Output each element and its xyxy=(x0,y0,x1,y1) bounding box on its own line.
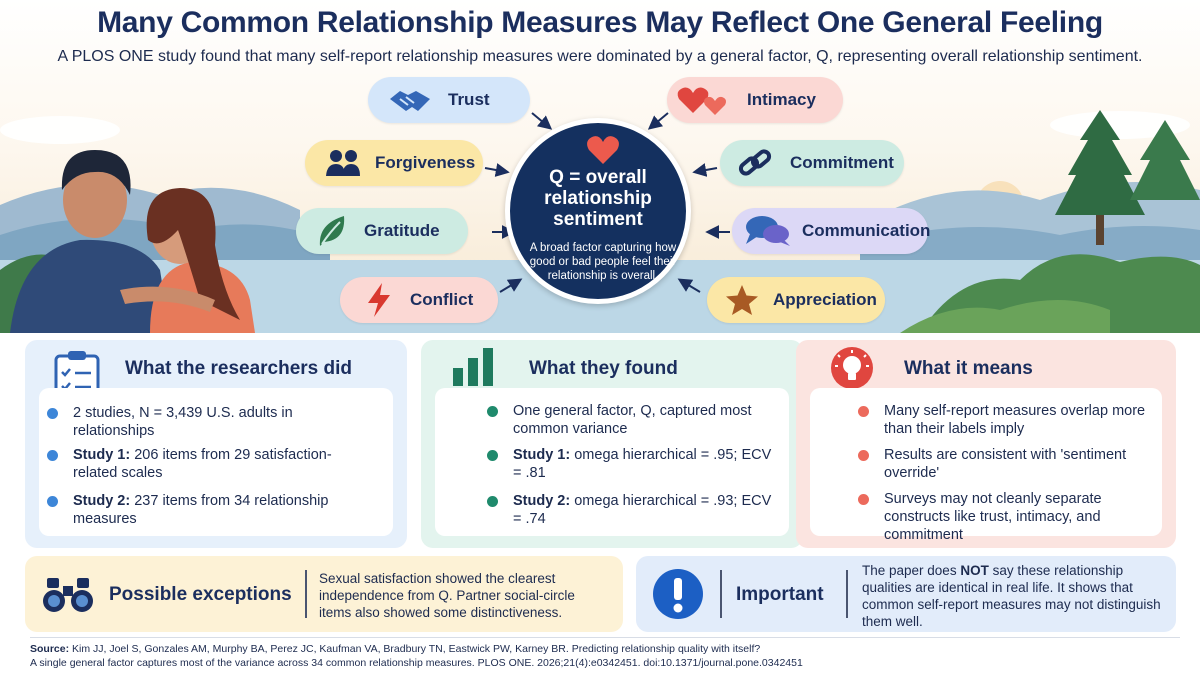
card-body xyxy=(39,388,393,536)
measure-gratitude: Gratitude xyxy=(296,208,468,254)
heart-icon xyxy=(587,136,619,164)
q-factor-description: A broad factor capturing how good or bad… xyxy=(529,242,677,282)
measure-trust: Trust xyxy=(368,77,530,123)
measure-label: Forgiveness xyxy=(375,153,476,172)
measure-intimacy: Intimacy xyxy=(667,77,843,123)
card-what-they-found: What they found One general factor, Q, c… xyxy=(421,340,803,548)
measure-label: Trust xyxy=(448,90,490,109)
card-title: What the researchers did xyxy=(125,358,353,379)
binoculars-icon xyxy=(43,578,93,612)
q-factor-title: Q = overall relationship sentiment xyxy=(544,167,652,230)
list-item: Study 1: 206 items from 29 satisfaction-… xyxy=(47,446,373,482)
exclamation-icon xyxy=(653,569,703,619)
measure-appreciation: Appreciation xyxy=(707,277,885,323)
divider xyxy=(305,570,307,618)
hearts-icon xyxy=(675,83,731,117)
page-subtitle: A PLOS ONE study found that many self-re… xyxy=(57,48,1143,65)
measure-commitment: Commitment xyxy=(720,140,904,186)
divider xyxy=(846,570,848,618)
handshake-icon xyxy=(388,85,432,115)
possible-exceptions-box: Possible exceptions Sexual satisfaction … xyxy=(25,556,623,632)
star-icon xyxy=(725,284,759,316)
bar-chart-icon xyxy=(453,348,493,386)
list-item: Study 2: 237 items from 34 relationship … xyxy=(47,492,373,528)
card-title: What it means xyxy=(904,358,1033,379)
page-title: Many Common Relationship Measures May Re… xyxy=(97,6,1103,39)
measure-label: Intimacy xyxy=(747,90,816,109)
important-box: Important The paper does NOT say these r… xyxy=(636,556,1176,632)
exceptions-text: Sexual satisfaction showed the clearest … xyxy=(319,571,575,620)
divider xyxy=(720,570,722,618)
measure-label: Appreciation xyxy=(773,290,877,309)
q-factor-circle: Q = overall relationship sentiment A bro… xyxy=(505,118,691,304)
speech-bubbles-icon xyxy=(744,214,792,248)
card-what-researchers-did: What the researchers did 2 studies, N = … xyxy=(25,340,407,548)
lightbulb-icon xyxy=(831,347,873,389)
exceptions-title: Possible exceptions xyxy=(109,584,292,605)
list-item: Study 2: omega hierarchical = .93; ECV =… xyxy=(487,492,783,528)
leaf-icon xyxy=(316,214,348,248)
list-item: Study 1: omega hierarchical = .95; ECV =… xyxy=(487,446,783,482)
people-icon xyxy=(325,148,361,178)
measure-label: Gratitude xyxy=(364,221,440,240)
important-title: Important xyxy=(736,584,824,605)
important-text: The paper does NOT say these relationshi… xyxy=(862,563,1161,629)
list-item: One general factor, Q, captured most com… xyxy=(487,402,783,438)
chain-link-icon xyxy=(738,147,772,179)
lightning-bolt-icon xyxy=(366,283,392,317)
list-item: Results are consistent with 'sentiment o… xyxy=(858,446,1164,482)
measure-conflict: Conflict xyxy=(340,277,498,323)
measure-forgiveness: Forgiveness xyxy=(305,140,483,186)
list-item: Surveys may not cleanly separate constru… xyxy=(858,490,1154,544)
card-what-it-means: What it means Many self-report measures … xyxy=(796,340,1176,548)
measure-label: Communication xyxy=(802,221,931,240)
source-citation: Source: Kim JJ, Joel S, Gonzales AM, Mur… xyxy=(30,637,1180,670)
measure-label: Conflict xyxy=(410,290,474,309)
card-title: What they found xyxy=(529,358,678,379)
measure-label: Commitment xyxy=(790,153,894,172)
couple-illustration xyxy=(10,150,255,333)
list-item: 2 studies, N = 3,439 U.S. adults in rela… xyxy=(47,404,373,440)
measure-communication: Communication xyxy=(732,208,931,254)
list-item: Many self-report measures overlap more t… xyxy=(858,402,1164,438)
